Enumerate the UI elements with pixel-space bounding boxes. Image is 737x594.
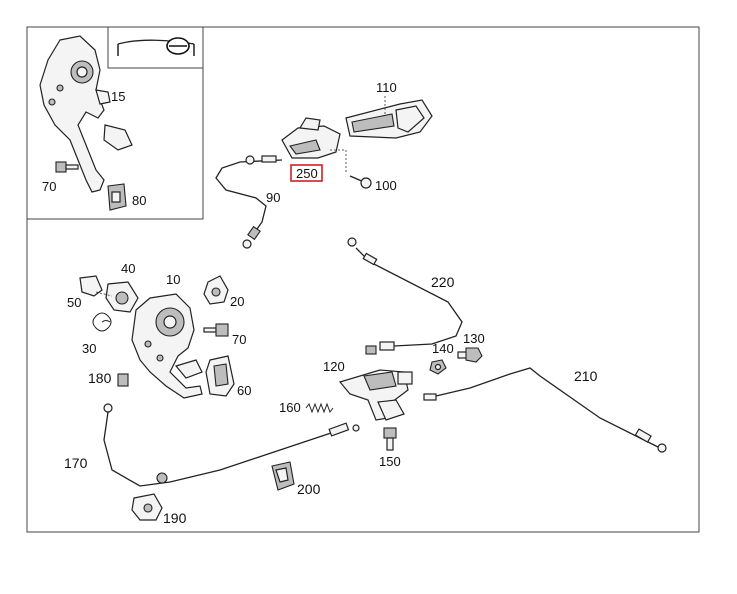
label-140[interactable]: 140 [432,341,454,356]
label-160[interactable]: 160 [279,400,301,415]
label-110[interactable]: 110 [376,80,397,95]
label-90[interactable]: 90 [266,190,280,205]
label-80[interactable]: 80 [132,193,146,208]
lock-mechanism-120[interactable] [338,369,413,421]
pedal-pad-60[interactable] [205,355,235,397]
bolt-70-inset[interactable] [55,161,79,173]
label-70-inset[interactable]: 70 [42,179,56,194]
label-210[interactable]: 210 [574,368,598,384]
label-190[interactable]: 190 [163,510,187,526]
label-50[interactable]: 50 [67,295,81,310]
label-100[interactable]: 100 [375,178,397,193]
pedal-10[interactable] [131,293,203,399]
bolt-70[interactable] [203,323,229,337]
label-250-highlight[interactable]: 250 [290,164,323,182]
bracket-40[interactable] [105,281,139,313]
label-60[interactable]: 60 [237,383,251,398]
svg-text:250: 250 [296,166,318,181]
cable-170[interactable] [103,403,360,487]
handle-bracket-250[interactable] [281,117,347,172]
clip-50[interactable] [79,275,113,297]
label-120[interactable]: 120 [323,359,345,374]
label-220[interactable]: 220 [431,274,455,290]
label-130[interactable]: 130 [463,331,485,346]
bracket-200[interactable] [271,461,295,491]
cable-210[interactable] [423,367,667,453]
label-170[interactable]: 170 [64,455,88,471]
spring-30[interactable] [92,312,112,332]
clip-80-inset[interactable] [107,183,127,211]
label-15[interactable]: 15 [111,89,125,104]
cable-220[interactable] [347,237,463,355]
label-30[interactable]: 30 [82,341,96,356]
label-10[interactable]: 10 [166,272,180,287]
handle-housing-110[interactable] [345,96,433,139]
label-180[interactable]: 180 [88,370,112,386]
nut-140[interactable] [429,359,447,375]
label-70[interactable]: 70 [232,332,246,347]
spring-160[interactable] [305,402,334,414]
plug-180[interactable] [117,373,129,387]
label-40[interactable]: 40 [121,261,135,276]
bolt-130[interactable] [457,347,483,363]
bushing-20[interactable] [203,275,229,305]
label-150[interactable]: 150 [379,454,401,469]
clip-190[interactable] [131,493,163,521]
bolt-150[interactable] [383,427,397,451]
cable-90[interactable] [215,155,283,249]
screw-100[interactable] [349,175,372,189]
label-200[interactable]: 200 [297,481,321,497]
steering-symbol-icon [117,37,195,56]
label-20[interactable]: 20 [230,294,244,309]
pedal-assembly-15[interactable] [39,35,133,193]
